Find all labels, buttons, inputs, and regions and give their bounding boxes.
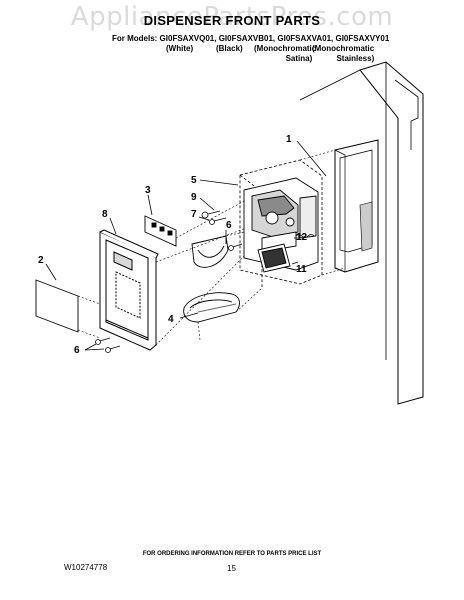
callout-11: 11 [296,264,307,275]
callout-7: 7 [191,209,197,220]
page-number: 15 [227,564,236,573]
model-color-satina: (Monochromatic Satina) [254,44,316,64]
callout-6-upper: 6 [226,220,232,231]
model-color-stainless: (Monochromatic Stainless) [312,44,374,64]
assembly-lines [77,149,346,346]
drip-tray [183,292,240,323]
screw-6-lower-a [95,337,111,345]
callout-3: 3 [145,185,151,196]
models-line: For Models: GI0FSAXVQ01, GI0FSAXVB01, GI… [112,34,390,43]
cover-panel [35,279,79,333]
callout-5: 5 [191,175,197,186]
page-title: DISPENSER FRONT PARTS [143,13,321,28]
screw-9 [201,210,221,219]
model-color-black-label: (Black) [216,44,243,53]
document-id: W10274778 [64,563,108,572]
dispenser-paddle [257,243,291,273]
control-panel-frame [99,229,159,351]
callout-12: 12 [296,232,308,243]
chute-cover [191,235,229,268]
model-color-satina-label-2: Satina) [285,54,313,63]
model-color-stainless-label-2: Stainless) [336,54,375,63]
spring-part [295,234,315,238]
model-color-stainless-label: (Monochromatic [312,44,375,53]
watermark: AppliancePartsPros.com [70,2,394,32]
dispenser-housing [243,177,319,271]
screw-6-middle [228,243,243,251]
leader-lines [45,140,327,351]
callout-8: 8 [102,209,108,220]
callout-4: 4 [168,314,174,325]
small-plate [144,215,177,247]
ordering-note: FOR ORDERING INFORMATION REFER TO PARTS … [142,551,322,557]
model-color-black: (Black) [216,44,243,54]
model-color-white: (White) [166,44,193,54]
screw-6-lower-b [105,345,121,353]
screw-6-upper [209,217,227,225]
callout-labels: 1 2 3 4 5 6 6 7 8 9 11 12 [38,134,308,356]
callout-6-lower: 6 [74,345,80,356]
model-color-satina-label: (Monochromatic [254,44,317,53]
refrigerator-door [299,61,424,405]
callout-1: 1 [286,134,292,145]
callout-9: 9 [191,192,197,203]
callout-2: 2 [38,255,44,266]
model-color-white-label: (White) [166,44,194,53]
